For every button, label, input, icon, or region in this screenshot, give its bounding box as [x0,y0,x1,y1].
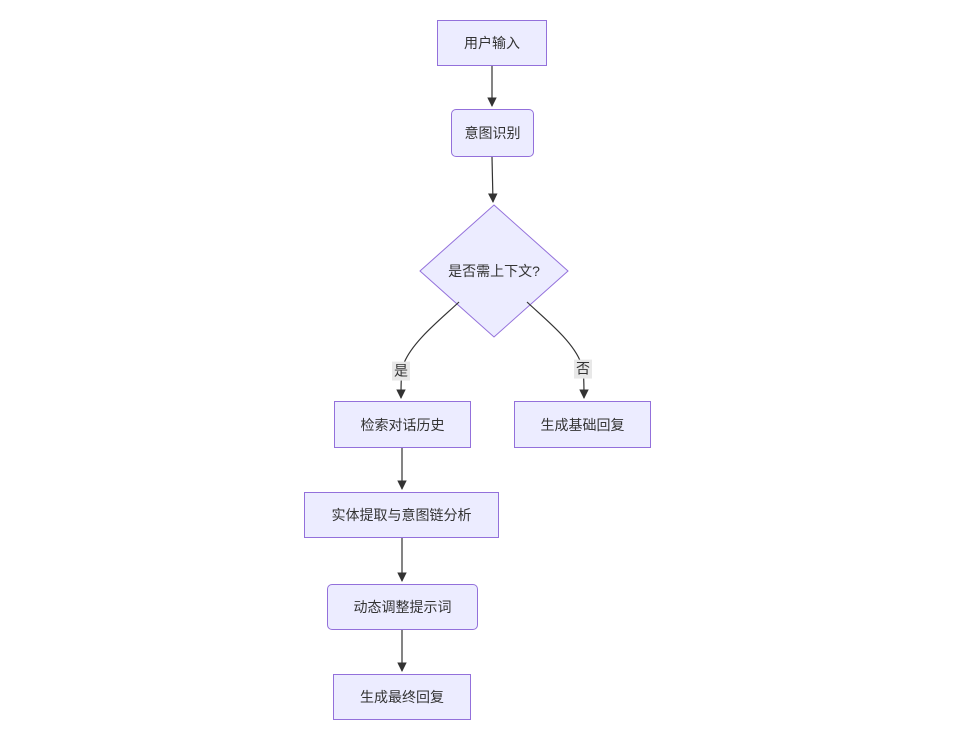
edge-intent-to-decision [488,156,498,203]
node-user-input: 用户输入 [437,20,547,66]
node-retrieve-history: 检索对话历史 [334,401,471,448]
node-intent-recognition: 意图识别 [451,109,534,157]
node-context-decision-label: 是否需上下文? [448,263,540,279]
node-adjust-prompt: 动态调整提示词 [327,584,478,630]
edge-decision-no-to-basic-reply [526,301,589,399]
edge-decision-yes-to-retrieve-history [396,301,460,399]
node-entity-intent-analysis: 实体提取与意图链分析 [304,492,499,538]
edge-label-yes: 是 [392,361,410,381]
edge-label-no: 否 [574,359,592,379]
node-basic-reply: 生成基础回复 [514,401,651,448]
node-final-reply: 生成最终回复 [333,674,471,720]
